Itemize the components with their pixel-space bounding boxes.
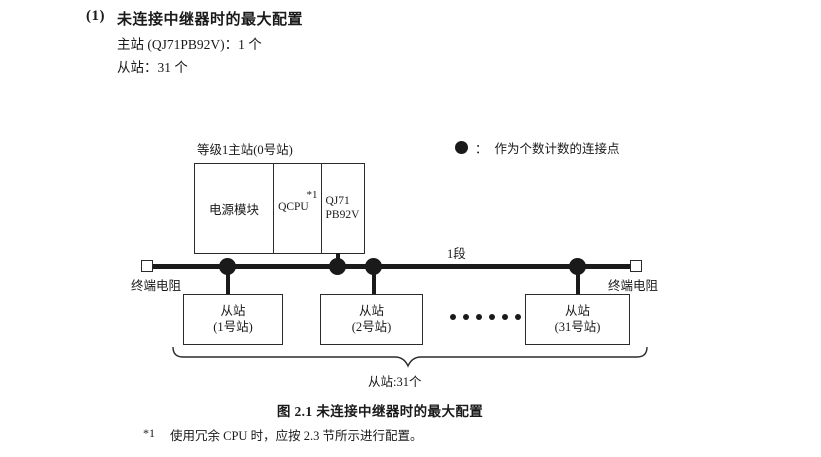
terminator-resistor-right-icon: [630, 260, 642, 272]
legend-label: 作为个数计数的连接点: [494, 142, 620, 156]
slave-group-brace: [170, 346, 650, 375]
slave-station-box: 从站 (2号站): [320, 294, 423, 345]
power-module-label: 电源模块: [209, 203, 260, 217]
power-module-cell: 电源模块: [195, 164, 275, 253]
bus-trunk-line: [146, 263, 635, 269]
network-module-label-line1: QJ71: [325, 195, 350, 207]
dot-filled-icon: [455, 141, 468, 154]
ellipsis-dot-icon: [502, 314, 508, 320]
ellipsis-dot-icon: [450, 314, 456, 320]
ellipsis-dot-icon: [489, 314, 495, 320]
drop-line-slave-2: [371, 266, 376, 295]
legend-separator: ：: [475, 142, 488, 156]
ellipsis-dots: [450, 314, 521, 320]
brace-icon: [172, 346, 648, 368]
cpu-module-label: QCPU: [278, 201, 309, 213]
slave-station-box: 从站 (31号站): [525, 294, 630, 345]
terminator-resistor-left-icon: [141, 260, 153, 272]
heading-number: (1): [86, 8, 105, 24]
master-rack-label: 等级1主站(0号站): [197, 143, 293, 157]
drop-line-slave-31: [575, 266, 580, 295]
figure-caption: 图 2.1 未连接中继器时的最大配置: [276, 404, 484, 419]
slave-station-number: (1号站): [213, 319, 253, 334]
slave-station-box: 从站 (1号站): [183, 294, 283, 345]
slave-group-label: 从站:31个: [368, 375, 422, 389]
cpu-module-cell: QCPU *1: [274, 164, 322, 253]
connection-node-icon: [569, 257, 586, 275]
spec-master-count: 主站 (QJ71PB92V)：1 个: [117, 37, 262, 52]
spec-slave-count: 从站：31 个: [117, 60, 188, 75]
ellipsis-dot-icon: [463, 314, 469, 320]
network-module-label-line2: PB92V: [325, 208, 360, 221]
footnote-mark: *1: [143, 426, 155, 440]
connection-node-icon: [365, 257, 382, 275]
connection-node-icon: [219, 257, 236, 275]
slave-station-title: 从站: [564, 303, 590, 318]
page-title: 未连接中继器时的最大配置: [117, 12, 304, 28]
slave-station-number: (2号站): [351, 319, 392, 334]
legend: ： 作为个数计数的连接点: [455, 138, 620, 157]
ellipsis-dot-icon: [476, 314, 482, 320]
cpu-footnote-mark: *1: [306, 189, 318, 201]
ellipsis-dot-icon: [515, 314, 521, 320]
segment-label: 1段: [447, 247, 466, 261]
slave-station-title: 从站: [220, 303, 246, 318]
slave-station-number: (31号站): [554, 319, 601, 334]
connection-node-icon: [329, 257, 346, 275]
footnote-text: 使用冗余 CPU 时，应按 2.3 节所示进行配置。: [170, 429, 423, 443]
terminator-left-label: 终端电阻: [131, 279, 182, 293]
drop-line-slave-1: [225, 266, 230, 295]
slave-station-title: 从站: [358, 303, 384, 318]
terminator-right-label: 终端电阻: [608, 279, 659, 293]
